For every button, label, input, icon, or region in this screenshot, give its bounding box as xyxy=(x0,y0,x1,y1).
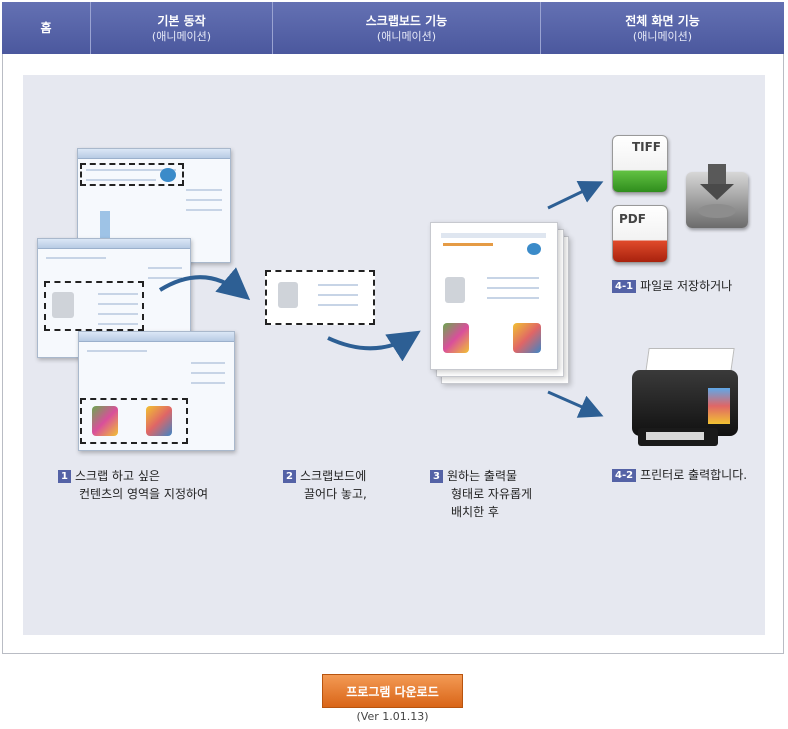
pdf-icon: PDF xyxy=(612,205,668,263)
tab-scrapboard[interactable]: 스크랩보드 기능 (애니메이션) xyxy=(273,2,541,54)
artwork-image xyxy=(92,406,118,436)
tab-subtitle: (애니메이션) xyxy=(151,29,212,43)
product-image xyxy=(52,292,74,318)
globe-icon xyxy=(160,168,176,182)
pdf-icon-label: PDF xyxy=(619,212,646,226)
arrow-to-pages xyxy=(327,330,421,362)
step-2-caption: 2 스크랩보드에 끌어다 놓고, xyxy=(283,467,367,503)
step-text: 스크랩보드에 xyxy=(300,469,367,483)
selection-rectangle xyxy=(44,281,144,331)
step-text: 배치한 후 xyxy=(451,505,499,519)
step-number: 1 xyxy=(58,470,71,483)
artwork-image xyxy=(146,406,172,436)
step-text: 프린터로 출력합니다. xyxy=(640,468,748,482)
step-number: 3 xyxy=(430,470,443,483)
step-text: 파일로 저장하거나 xyxy=(640,279,733,293)
hard-drive-icon xyxy=(686,164,748,228)
tab-home[interactable]: 홈 xyxy=(2,2,91,54)
step-text: 끌어다 놓고, xyxy=(304,487,367,501)
tab-home-label: 홈 xyxy=(40,21,52,35)
version-label: (Ver 1.01.13) xyxy=(356,710,429,723)
tab-title: 기본 동작 xyxy=(157,13,206,28)
step-text: 컨텐츠의 영역을 지정하여 xyxy=(79,487,209,501)
step-number: 4-1 xyxy=(612,280,637,293)
step-text: 스크랩 하고 싶은 xyxy=(75,469,160,483)
product-image xyxy=(278,282,298,308)
printer-image xyxy=(626,342,742,454)
tab-subtitle: (애니메이션) xyxy=(376,29,437,43)
tab-title: 전체 화면 기능 xyxy=(625,13,700,28)
tiff-icon-label: TIFF xyxy=(631,140,661,154)
step-text: 형태로 자유롭게 xyxy=(451,487,533,501)
tab-title: 스크랩보드 기능 xyxy=(365,13,448,28)
step-text: 원하는 출력물 xyxy=(447,469,518,483)
top-navigation: 홈 기본 동작 (애니메이션) 스크랩보드 기능 (애니메이션) 전체 화면 기… xyxy=(2,2,784,54)
output-page xyxy=(430,222,558,370)
arrow-to-file xyxy=(547,180,604,210)
arrow-to-scrapboard xyxy=(158,267,251,301)
tab-basic-actions[interactable]: 기본 동작 (애니메이션) xyxy=(91,2,273,54)
download-button[interactable]: 프로그램 다운로드 xyxy=(322,674,463,708)
selection-rectangle xyxy=(80,398,188,444)
step-number: 2 xyxy=(283,470,296,483)
selection-rectangle xyxy=(80,163,184,186)
tab-fullscreen[interactable]: 전체 화면 기능 (애니메이션) xyxy=(541,2,784,54)
step-number: 4-2 xyxy=(612,469,637,482)
tab-subtitle: (애니메이션) xyxy=(632,29,693,43)
tiff-icon: TIFF xyxy=(612,135,668,193)
step-3-caption: 3 원하는 출력물 형태로 자유롭게 배치한 후 xyxy=(430,467,532,521)
step-1-caption: 1 스크랩 하고 싶은 컨텐츠의 영역을 지정하여 xyxy=(58,467,208,503)
arrow-to-printer xyxy=(547,390,604,418)
